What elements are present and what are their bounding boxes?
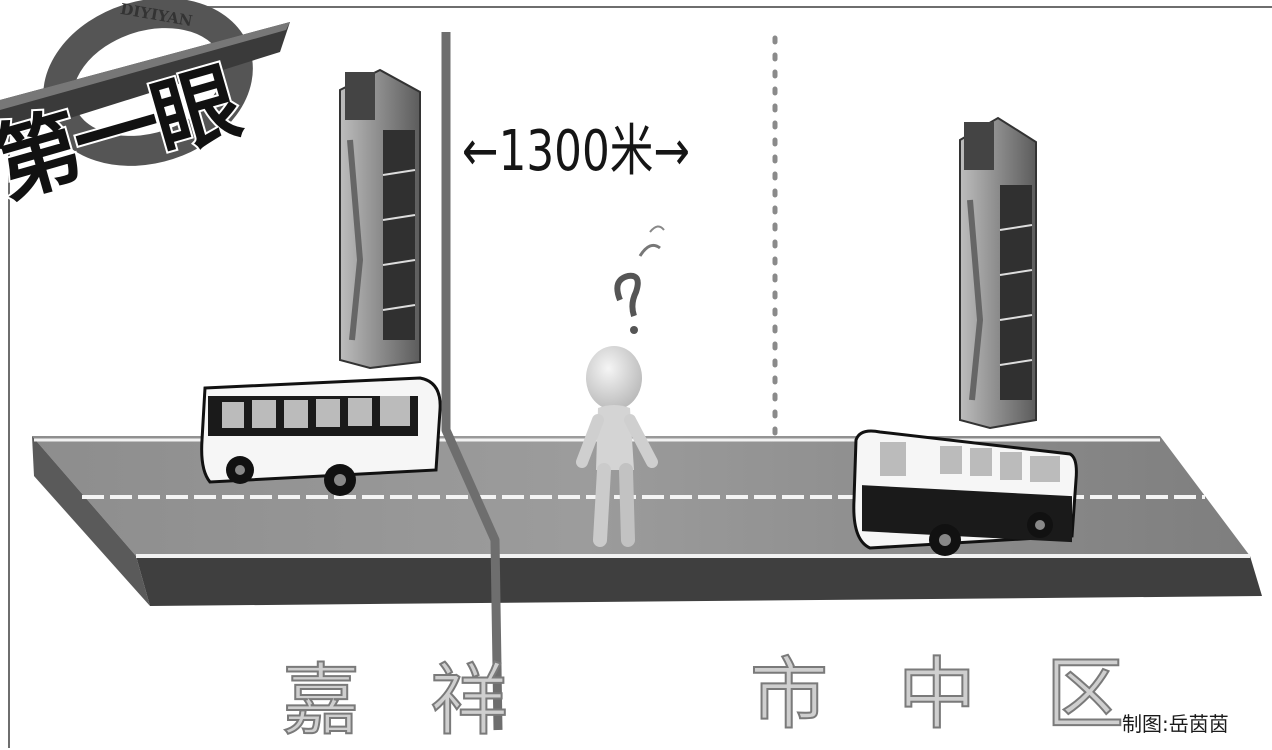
district-label-left: 嘉祥	[281, 655, 579, 747]
confused-figure	[576, 225, 665, 547]
left-bus	[200, 376, 442, 496]
distance-label: ←1300米→	[462, 119, 691, 184]
frame-top-line	[150, 6, 1272, 8]
right-bus	[852, 429, 1078, 556]
right-billboard-tower	[959, 116, 1037, 430]
logo-emblem	[0, 0, 290, 166]
frame-left-line	[8, 120, 10, 748]
road-left-edge	[32, 436, 150, 606]
district-label-right: 市中区	[749, 649, 1195, 741]
road-front-edge	[136, 556, 1262, 606]
solid-boundary-line	[441, 32, 503, 731]
left-billboard-tower	[339, 68, 421, 370]
credit-label: 制图:岳茵茵	[1122, 712, 1229, 736]
